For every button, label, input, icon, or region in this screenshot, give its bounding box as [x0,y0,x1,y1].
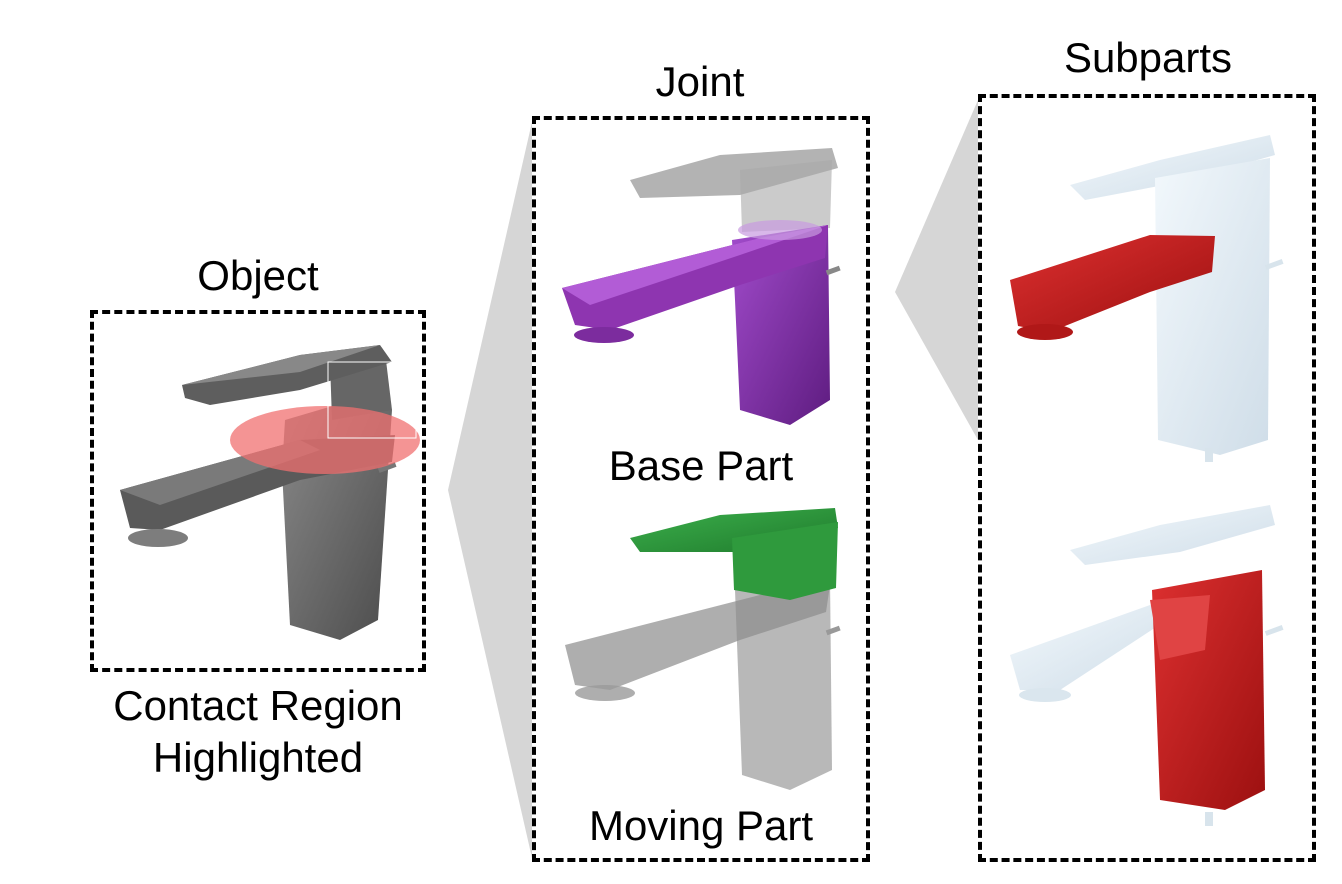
connector-object-to-joint [448,122,532,858]
object-caption-line1: Contact Region [113,682,403,729]
connector-joint-to-subparts [895,100,978,440]
object-title: Object [197,252,319,299]
moving-part-faucet-icon [565,508,841,790]
moving-part-label: Moving Part [588,802,814,849]
subparts-panel [978,94,1316,862]
object-panel [90,310,426,672]
base-part-faucet-icon [562,148,841,425]
object-caption-line2: Highlighted [152,734,364,781]
joint-title: Joint [655,58,745,105]
contact-region-highlight [230,406,420,474]
object-faucet-icon [120,345,420,640]
subpart-column-faucet-icon [1010,505,1284,826]
subpart-spout-faucet-icon [1010,135,1284,462]
joint-panel [532,116,870,862]
subparts-title: Subparts [1063,34,1233,81]
base-part-label: Base Part [608,442,794,489]
